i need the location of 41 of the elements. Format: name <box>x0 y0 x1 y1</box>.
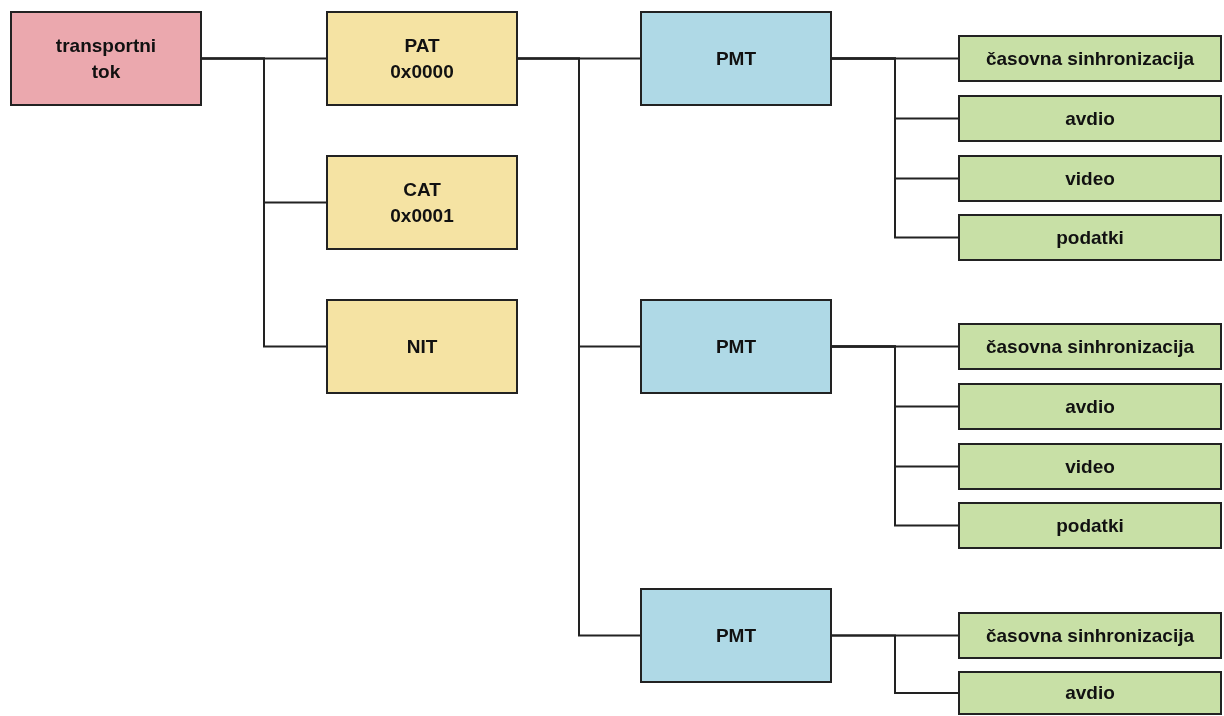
connector-line <box>831 345 959 527</box>
box-label: 0x0000 <box>390 59 454 84</box>
connector-line <box>831 57 959 239</box>
box-label: podatki <box>1056 513 1124 538</box>
tree-box <box>958 502 1222 549</box>
box-label: časovna sinhronizacija <box>986 46 1194 71</box>
tree-box <box>958 35 1222 82</box>
tree-box <box>958 671 1222 715</box>
box-label: časovna sinhronizacija <box>986 334 1194 359</box>
tree-box <box>326 11 518 106</box>
box-label: CAT <box>403 177 441 202</box>
box-label: podatki <box>1056 225 1124 250</box>
tree-box <box>326 299 518 394</box>
tree-box <box>958 323 1222 370</box>
box-label: PAT <box>404 33 440 58</box>
box-label: avdio <box>1065 681 1115 705</box>
tree-box <box>326 155 518 250</box>
box-label: PMT <box>715 623 757 648</box>
box-label: PMT <box>715 46 757 71</box>
box-label: video <box>1065 454 1115 479</box>
connector-line <box>831 634 959 694</box>
tree-box <box>10 11 202 106</box>
box-label: transportni tok <box>54 33 158 84</box>
tree-box <box>640 11 832 106</box>
tree-box <box>958 155 1222 202</box>
tree-box <box>958 443 1222 490</box>
connector-line <box>201 57 327 348</box>
box-label: NIT <box>406 334 438 359</box>
box-label: PMT <box>715 334 757 359</box>
connector-line <box>517 57 641 637</box>
tree-box <box>640 588 832 683</box>
box-label: avdio <box>1065 106 1115 131</box>
tree-box <box>958 214 1222 261</box>
box-label: časovna sinhronizacija <box>986 623 1194 648</box>
box-label: avdio <box>1065 394 1115 419</box>
tree-box <box>958 383 1222 430</box>
box-label: 0x0001 <box>390 203 454 228</box>
tree-box <box>958 95 1222 142</box>
box-label: video <box>1065 166 1115 191</box>
tree-box <box>640 299 832 394</box>
tree-box <box>958 612 1222 659</box>
